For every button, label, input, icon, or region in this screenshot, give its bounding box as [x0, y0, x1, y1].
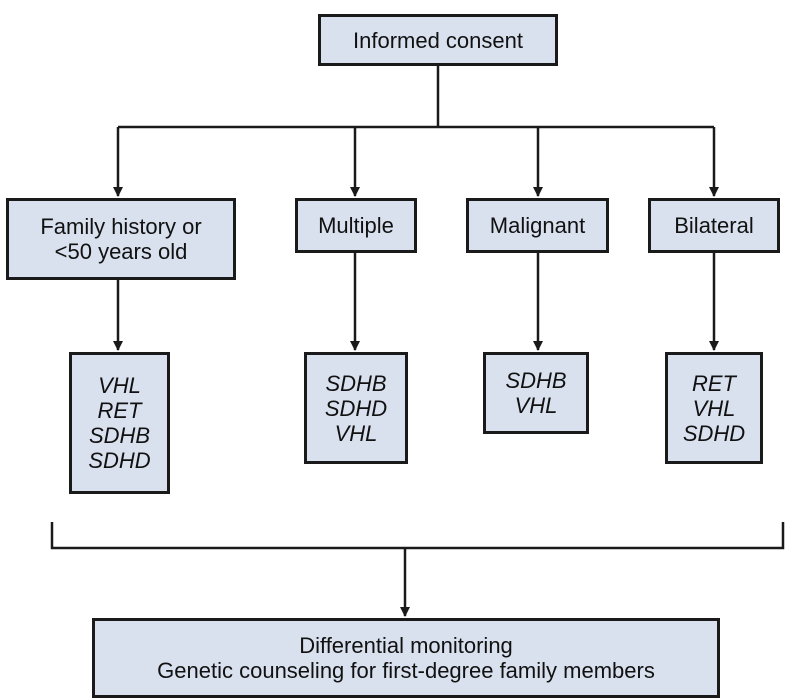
- outcome-line: Genetic counseling for first-degree fami…: [157, 658, 655, 683]
- informed-consent-box: Informed consent: [318, 14, 558, 66]
- gene-label: SDHB: [88, 423, 151, 448]
- gene-label: VHL: [514, 393, 558, 418]
- genes-box-1: VHL RET SDHB SDHD: [69, 352, 170, 494]
- genes-box-3: SDHB VHL: [483, 352, 589, 434]
- criteria-family-history-box: Family history or <50 years old: [6, 198, 236, 280]
- gene-label: VHL: [692, 395, 736, 421]
- criteria-label-line: Family history or: [40, 214, 202, 239]
- criteria-label: Multiple: [318, 213, 394, 238]
- criteria-label: Bilateral: [674, 213, 754, 238]
- criteria-label: Malignant: [489, 213, 586, 238]
- gene-label: SDHB: [325, 370, 387, 396]
- gene-label: RET: [692, 370, 736, 396]
- genes-box-2: SDHB SDHD VHL: [304, 352, 408, 464]
- gene-label: SDHB: [505, 368, 567, 393]
- criteria-multiple-box: Multiple: [295, 198, 417, 253]
- gene-label: SDHD: [88, 448, 151, 473]
- gene-label: VHL: [334, 420, 378, 446]
- informed-consent-label: Informed consent: [353, 27, 523, 53]
- gene-label: SDHD: [324, 395, 388, 421]
- outcome-box: Differential monitoring Genetic counseli…: [92, 618, 720, 698]
- gene-label: VHL: [98, 373, 141, 398]
- gene-label: SDHD: [682, 420, 746, 446]
- criteria-label-line: <50 years old: [54, 239, 188, 264]
- outcome-line: Differential monitoring: [299, 633, 513, 658]
- gene-label: RET: [97, 398, 142, 423]
- bottom-bracket-line: [50, 522, 785, 550]
- genes-box-4: RET VHL SDHD: [665, 352, 763, 464]
- criteria-bilateral-box: Bilateral: [648, 198, 780, 253]
- criteria-malignant-box: Malignant: [466, 198, 609, 253]
